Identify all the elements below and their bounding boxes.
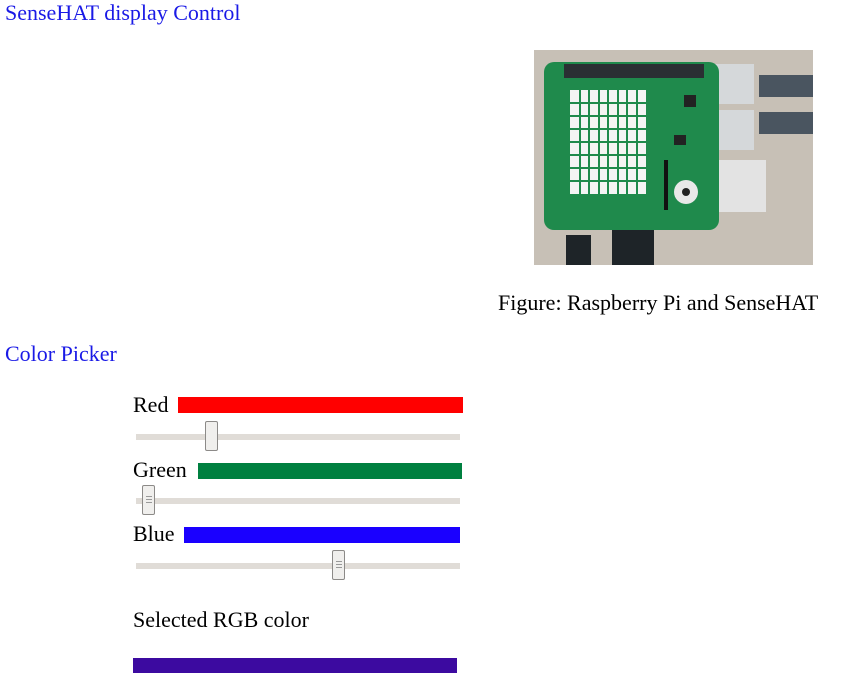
selected-color-swatch (133, 658, 457, 673)
green-slider-thumb[interactable] (141, 485, 155, 515)
red-label: Red (133, 392, 169, 417)
blue-slider[interactable] (136, 550, 460, 580)
blue-label: Blue (133, 521, 175, 546)
red-slider[interactable] (136, 421, 460, 451)
raspberry-pi-image-icon (534, 50, 813, 265)
selected-color-label: Selected RGB color (133, 607, 309, 632)
blue-slider-thumb[interactable] (332, 550, 346, 580)
green-label: Green (133, 457, 187, 482)
raspberry-pi-photo (534, 50, 813, 265)
green-slider[interactable] (136, 485, 460, 515)
blue-swatch (184, 527, 460, 543)
red-slider-thumb[interactable] (205, 421, 219, 451)
green-swatch (198, 463, 462, 479)
page-title: SenseHAT display Control (5, 0, 241, 25)
color-picker-title: Color Picker (5, 341, 117, 366)
red-swatch (178, 397, 463, 413)
figure-caption: Figure: Raspberry Pi and SenseHAT (498, 290, 819, 315)
